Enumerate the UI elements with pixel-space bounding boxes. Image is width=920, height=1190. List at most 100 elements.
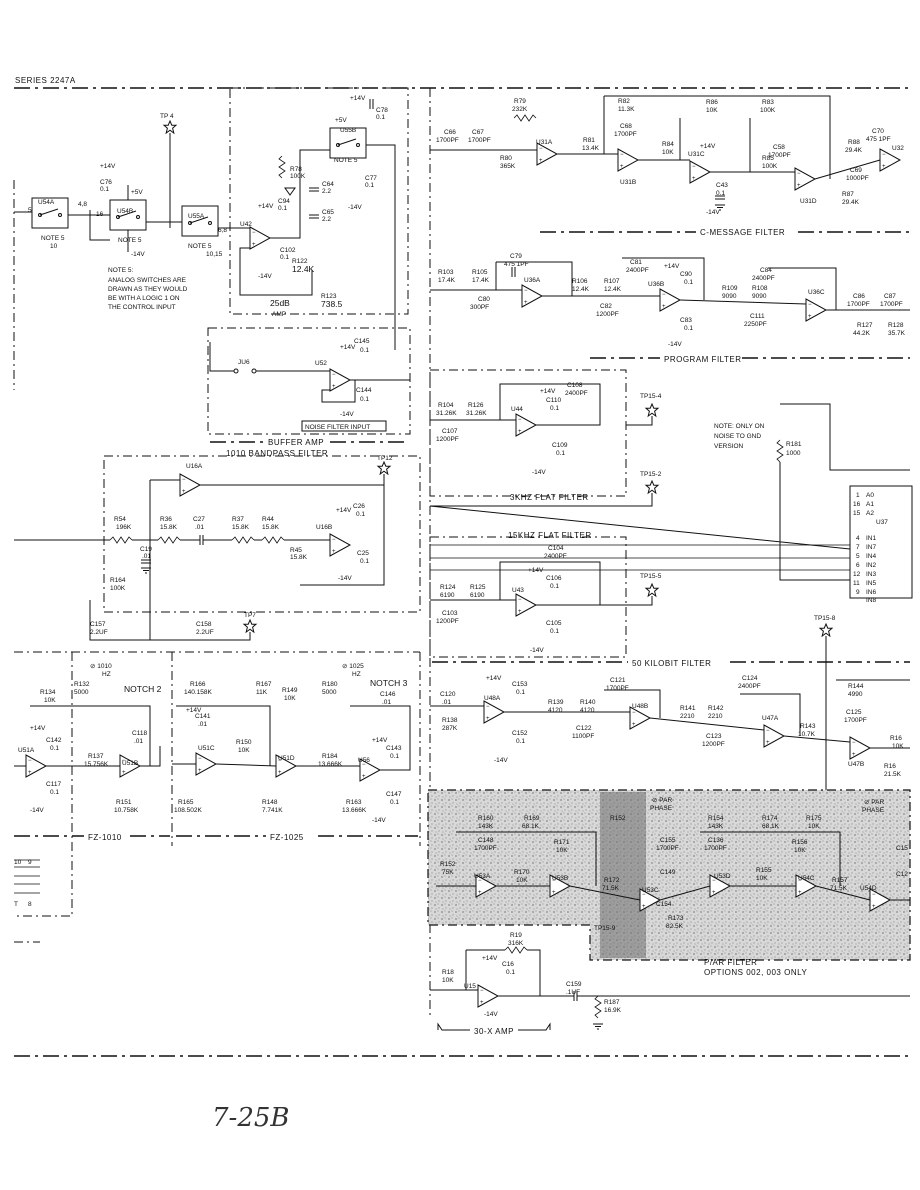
svg-text:R87: R87 — [842, 191, 854, 198]
svg-text:PHASE: PHASE — [862, 807, 885, 814]
svg-text:10K: 10K — [662, 149, 674, 156]
svg-text:100K: 100K — [110, 585, 126, 592]
svg-text:⊘ 1010: ⊘ 1010 — [90, 663, 112, 670]
svg-text:+14V: +14V — [100, 163, 116, 170]
svg-text:C111: C111 — [750, 313, 765, 320]
svg-text:C26: C26 — [353, 503, 365, 510]
svg-text:+14V: +14V — [30, 725, 46, 732]
svg-text:R175: R175 — [806, 815, 822, 822]
svg-text:C69: C69 — [850, 167, 862, 174]
svg-text:R163: R163 — [346, 799, 362, 806]
tp15-8-marker — [819, 623, 833, 637]
svg-text:9090: 9090 — [752, 293, 767, 300]
bandpass-1010-title: 1010 BANDPASS FILTER — [226, 449, 328, 458]
svg-text:R138: R138 — [442, 717, 458, 724]
svg-text:R143: R143 — [800, 723, 816, 730]
svg-text:C80: C80 — [478, 296, 490, 303]
svg-text:1700PF: 1700PF — [844, 717, 867, 724]
svg-text:12: 12 — [853, 571, 861, 578]
svg-text:T: T — [14, 901, 18, 908]
svg-text:R151: R151 — [116, 799, 132, 806]
svg-text:R80: R80 — [500, 155, 512, 162]
svg-text:R127: R127 — [857, 322, 873, 329]
amp-25db-block: TP 4 U55B NOTE 5 +5V +14V C78 0.1 R78 10… — [160, 87, 409, 350]
svg-text:71.5K: 71.5K — [830, 885, 848, 892]
svg-text:15.756K: 15.756K — [84, 761, 109, 768]
svg-text:C144: C144 — [356, 387, 372, 394]
svg-text:6190: 6190 — [470, 592, 485, 599]
svg-text:2400PF: 2400PF — [752, 275, 775, 282]
svg-text:C27: C27 — [193, 516, 205, 523]
svg-text:232K: 232K — [512, 106, 528, 113]
svg-text:+14V: +14V — [258, 203, 274, 210]
svg-text:2.2UF: 2.2UF — [196, 629, 214, 636]
svg-text:15: 15 — [853, 510, 861, 517]
svg-text:7.741K: 7.741K — [262, 807, 283, 814]
svg-text:2400PF: 2400PF — [626, 267, 649, 274]
svg-text:+14V: +14V — [186, 707, 202, 714]
u54b-label: U54B — [117, 208, 133, 215]
svg-text:13.4K: 13.4K — [582, 145, 600, 152]
opamp-u36b — [659, 288, 681, 312]
svg-text:11K: 11K — [256, 689, 268, 696]
flat-15khz-title: 15KHZ FLAT FILTER — [508, 531, 592, 540]
svg-text:U53D: U53D — [714, 873, 731, 880]
opamp-u47a — [763, 724, 785, 748]
svg-text:R172: R172 — [604, 877, 620, 884]
svg-text:2210: 2210 — [680, 713, 695, 720]
svg-text:A1: A1 — [866, 501, 874, 508]
svg-text:U31C: U31C — [688, 151, 705, 158]
svg-text:U44: U44 — [511, 406, 523, 413]
svg-text:IN1: IN1 — [866, 535, 877, 542]
svg-text:R154: R154 — [708, 815, 724, 822]
svg-text:C15: C15 — [896, 845, 908, 852]
svg-text:C158: C158 — [196, 621, 212, 628]
svg-text:C82: C82 — [600, 303, 612, 310]
svg-text:C104: C104 — [548, 545, 564, 552]
svg-text:10K: 10K — [892, 743, 904, 750]
svg-text:R167: R167 — [256, 681, 272, 688]
svg-text:R45: R45 — [290, 547, 302, 554]
svg-text:R18: R18 — [442, 969, 454, 976]
svg-text:75K: 75K — [442, 869, 454, 876]
svg-text:.01: .01 — [134, 738, 143, 745]
svg-text:C146: C146 — [380, 691, 396, 698]
tp12-label: TP12 — [377, 455, 393, 462]
svg-text:R54: R54 — [114, 516, 126, 523]
svg-text:1700PF: 1700PF — [468, 137, 491, 144]
svg-text:0.1: 0.1 — [550, 583, 559, 590]
u54a-label: U54A — [38, 199, 55, 206]
svg-text:+14V: +14V — [372, 737, 388, 744]
opamp-u43 — [515, 593, 537, 617]
svg-text:R37: R37 — [232, 516, 244, 523]
svg-text:C136: C136 — [708, 837, 724, 844]
svg-text:U51A: U51A — [18, 747, 35, 754]
svg-text:+14V: +14V — [336, 507, 352, 514]
svg-text:R104: R104 — [438, 402, 454, 409]
svg-text:12.4K: 12.4K — [292, 264, 315, 274]
svg-text:10K: 10K — [44, 697, 56, 704]
svg-text:C65: C65 — [322, 209, 334, 216]
svg-text:0.1: 0.1 — [50, 789, 59, 796]
svg-text:C76: C76 — [100, 179, 112, 186]
tp15-4-label: TP15-4 — [640, 393, 662, 400]
svg-text:10K: 10K — [284, 695, 296, 702]
svg-text:C81: C81 — [630, 259, 642, 266]
svg-text:29.4K: 29.4K — [842, 199, 860, 206]
svg-text:C124: C124 — [742, 675, 758, 682]
c-message-title: C-MESSAGE FILTER — [700, 228, 785, 237]
svg-text:R141: R141 — [680, 705, 696, 712]
svg-text:68.1K: 68.1K — [762, 823, 780, 830]
svg-text:C152: C152 — [512, 730, 528, 737]
svg-text:R84: R84 — [662, 141, 674, 148]
svg-text:IN3: IN3 — [866, 571, 877, 578]
svg-text:-14V: -14V — [532, 469, 546, 476]
svg-text:0.1: 0.1 — [376, 114, 385, 121]
svg-text:0.1: 0.1 — [278, 205, 287, 212]
svg-text:29.4K: 29.4K — [845, 147, 863, 154]
svg-text:R83: R83 — [762, 99, 774, 106]
svg-text:BE WITH A LOGIC 1 ON: BE WITH A LOGIC 1 ON — [108, 295, 180, 302]
svg-text:DRAWN AS THEY WOULD: DRAWN AS THEY WOULD — [108, 286, 188, 293]
svg-text:U36A: U36A — [524, 277, 541, 284]
svg-text:U54D: U54D — [860, 885, 877, 892]
